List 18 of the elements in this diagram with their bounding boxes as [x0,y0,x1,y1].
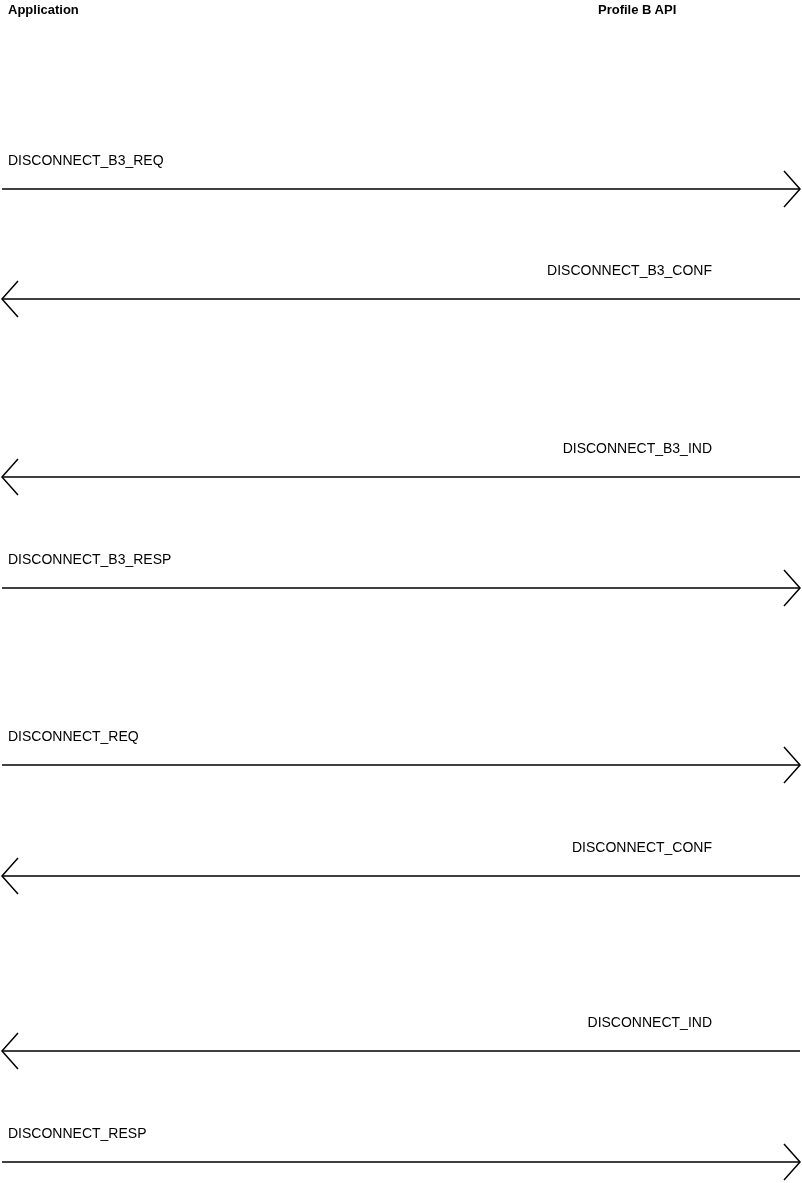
message-label: DISCONNECT_B3_REQ [8,152,164,169]
message-label: DISCONNECT_RESP [8,1125,147,1142]
message-arrow [1,1032,801,1070]
message-label: DISCONNECT_IND [587,1014,712,1031]
message-arrow [1,170,801,208]
message-label: DISCONNECT_REQ [8,728,139,745]
message-arrow [1,280,801,318]
message-label: DISCONNECT_B3_RESP [8,551,172,568]
message-label: DISCONNECT_CONF [572,839,712,856]
message-label: DISCONNECT_B3_CONF [547,262,712,279]
message-arrow [1,569,801,607]
message-arrow [1,458,801,496]
message-label: DISCONNECT_B3_IND [562,440,712,457]
participant-heading: Profile B API [598,2,677,18]
participant-heading: Application [8,2,79,18]
message-arrow [1,746,801,784]
message-arrow [1,857,801,895]
message-arrow [1,1143,801,1181]
